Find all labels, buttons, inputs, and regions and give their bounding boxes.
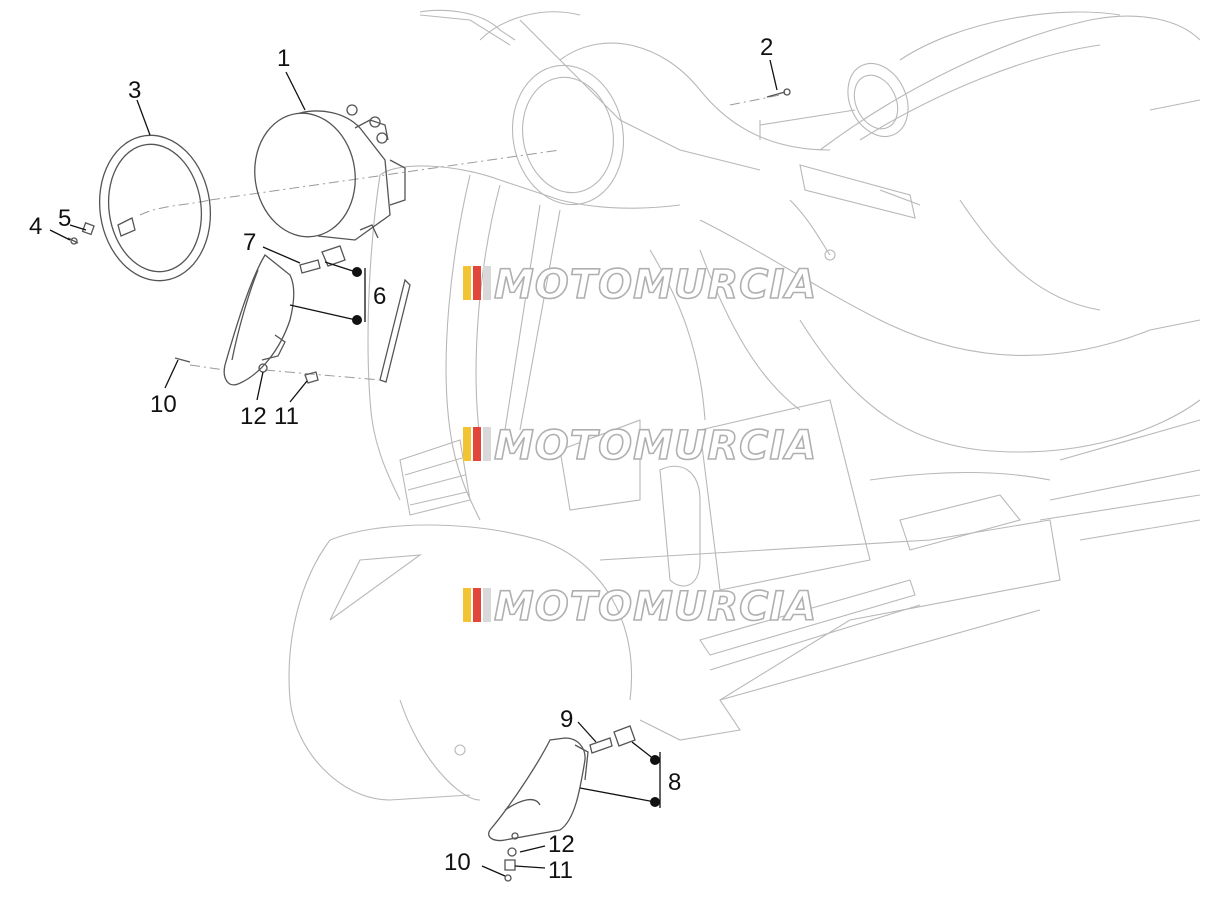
callout-7: 7	[243, 229, 256, 256]
watermark-text: MOTOMURCIA	[494, 262, 817, 308]
callout-4: 4	[29, 213, 42, 240]
callout-8: 8	[668, 769, 681, 796]
front-right-indicator-part	[488, 725, 636, 882]
callout-5: 5	[58, 205, 71, 232]
group-6-bottom-dot	[352, 315, 362, 325]
callout-12a: 12	[240, 403, 267, 430]
watermark-bottom: MOTOMURCIA	[463, 583, 817, 631]
callout-10a: 10	[150, 391, 177, 418]
watermark-text: MOTOMURCIA	[494, 423, 817, 469]
watermark-stripes-icon	[463, 266, 491, 300]
headlamp-unit-part	[254, 104, 406, 241]
callout-1: 1	[277, 45, 290, 72]
callout-3: 3	[128, 77, 141, 104]
group-markers	[352, 267, 660, 807]
watermark-stripes-icon	[463, 427, 491, 461]
watermark-top: MOTOMURCIA	[463, 261, 817, 309]
assembly-lines	[139, 94, 781, 381]
callout-2: 2	[760, 34, 773, 61]
callout-9: 9	[560, 706, 573, 733]
callout-labels: 1 2 3 4 5 6 7 10 12 11 9 8 12 10 11	[29, 34, 773, 884]
watermark-text: MOTOMURCIA	[494, 584, 817, 630]
headlamp-trim-ring-part	[98, 134, 212, 282]
callout-6: 6	[373, 283, 386, 310]
scooter-body-outline	[288, 9, 1201, 801]
front-left-indicator-part	[174, 245, 346, 386]
callout-12b: 12	[548, 831, 575, 858]
screw-part-2	[766, 88, 791, 98]
callout-10b: 10	[444, 849, 471, 876]
callout-11a: 11	[274, 403, 299, 430]
group-6-top-dot	[352, 267, 362, 277]
leader-lines	[49, 59, 778, 877]
callout-11b: 11	[548, 857, 573, 884]
group-8-bottom-dot	[650, 797, 660, 807]
watermark-middle: MOTOMURCIA	[463, 422, 817, 470]
watermark-stripes-icon	[463, 588, 491, 622]
group-8-top-dot	[650, 755, 660, 765]
screw-and-clip-parts	[67, 222, 95, 245]
